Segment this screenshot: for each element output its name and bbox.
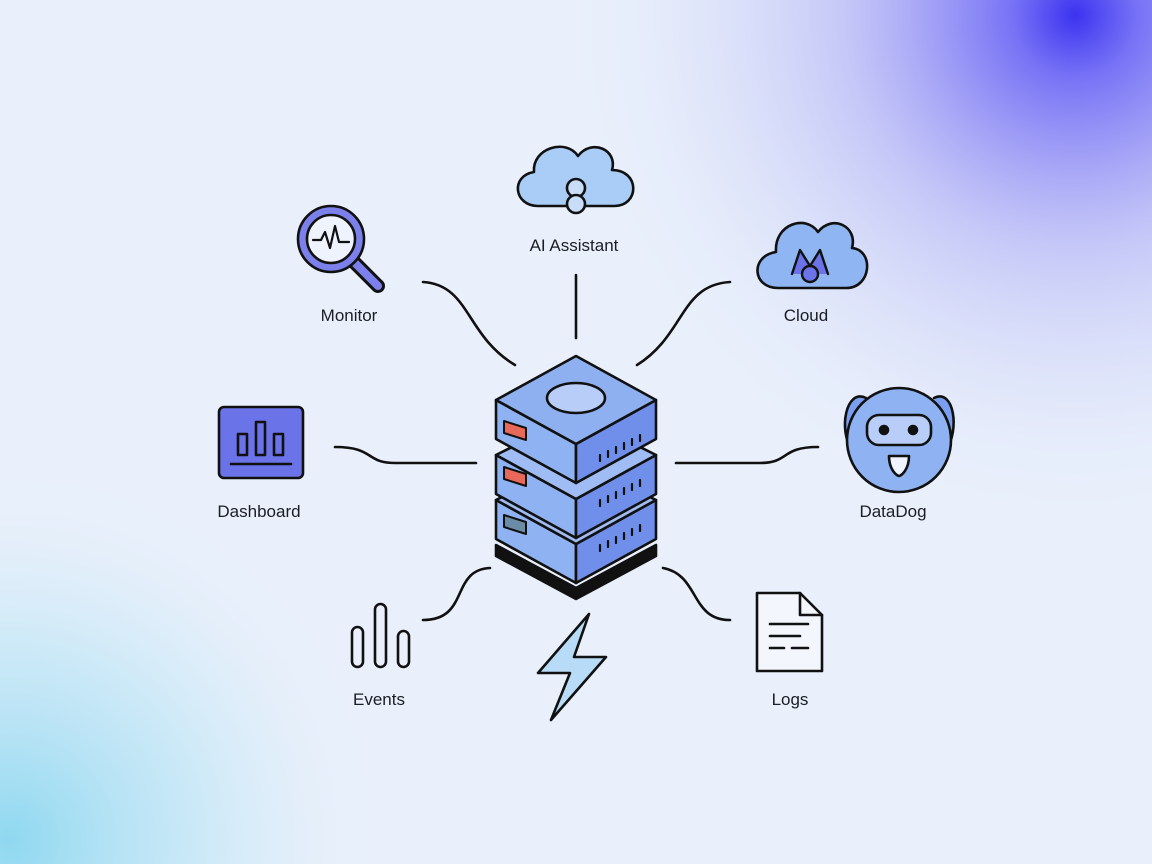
node-monitor: Monitor bbox=[296, 204, 385, 325]
node-datadog: DataDog bbox=[843, 386, 955, 521]
label-dashboard: Dashboard bbox=[217, 502, 300, 521]
connector-events bbox=[421, 566, 492, 622]
node-dashboard: Dashboard bbox=[217, 405, 305, 521]
server-stack-icon bbox=[494, 354, 658, 601]
cloud-ai-icon bbox=[516, 145, 635, 215]
bar-chart-icon bbox=[217, 405, 305, 480]
magnifier-pulse-icon bbox=[296, 204, 385, 293]
label-datadog: DataDog bbox=[859, 502, 926, 521]
connector-logs bbox=[661, 566, 732, 622]
node-ai-assistant: AI Assistant bbox=[516, 145, 635, 255]
connector-cloud bbox=[635, 280, 732, 367]
cloud-icon bbox=[756, 221, 869, 290]
document-icon bbox=[755, 591, 824, 673]
connector-lines bbox=[333, 273, 820, 622]
bars-icon bbox=[350, 602, 411, 669]
connector-dashboard bbox=[333, 445, 478, 465]
dog-icon bbox=[843, 386, 955, 494]
label-ai-assistant: AI Assistant bbox=[530, 236, 619, 255]
connector-monitor bbox=[421, 280, 517, 367]
node-events: Events bbox=[350, 602, 411, 709]
label-cloud: Cloud bbox=[784, 306, 828, 325]
lightning-icon bbox=[536, 612, 608, 722]
connector-datadog bbox=[674, 445, 820, 465]
label-logs: Logs bbox=[772, 690, 809, 709]
label-monitor: Monitor bbox=[321, 306, 378, 325]
label-events: Events bbox=[353, 690, 405, 709]
node-cloud: Cloud bbox=[756, 221, 869, 325]
node-logs: Logs bbox=[755, 591, 824, 709]
